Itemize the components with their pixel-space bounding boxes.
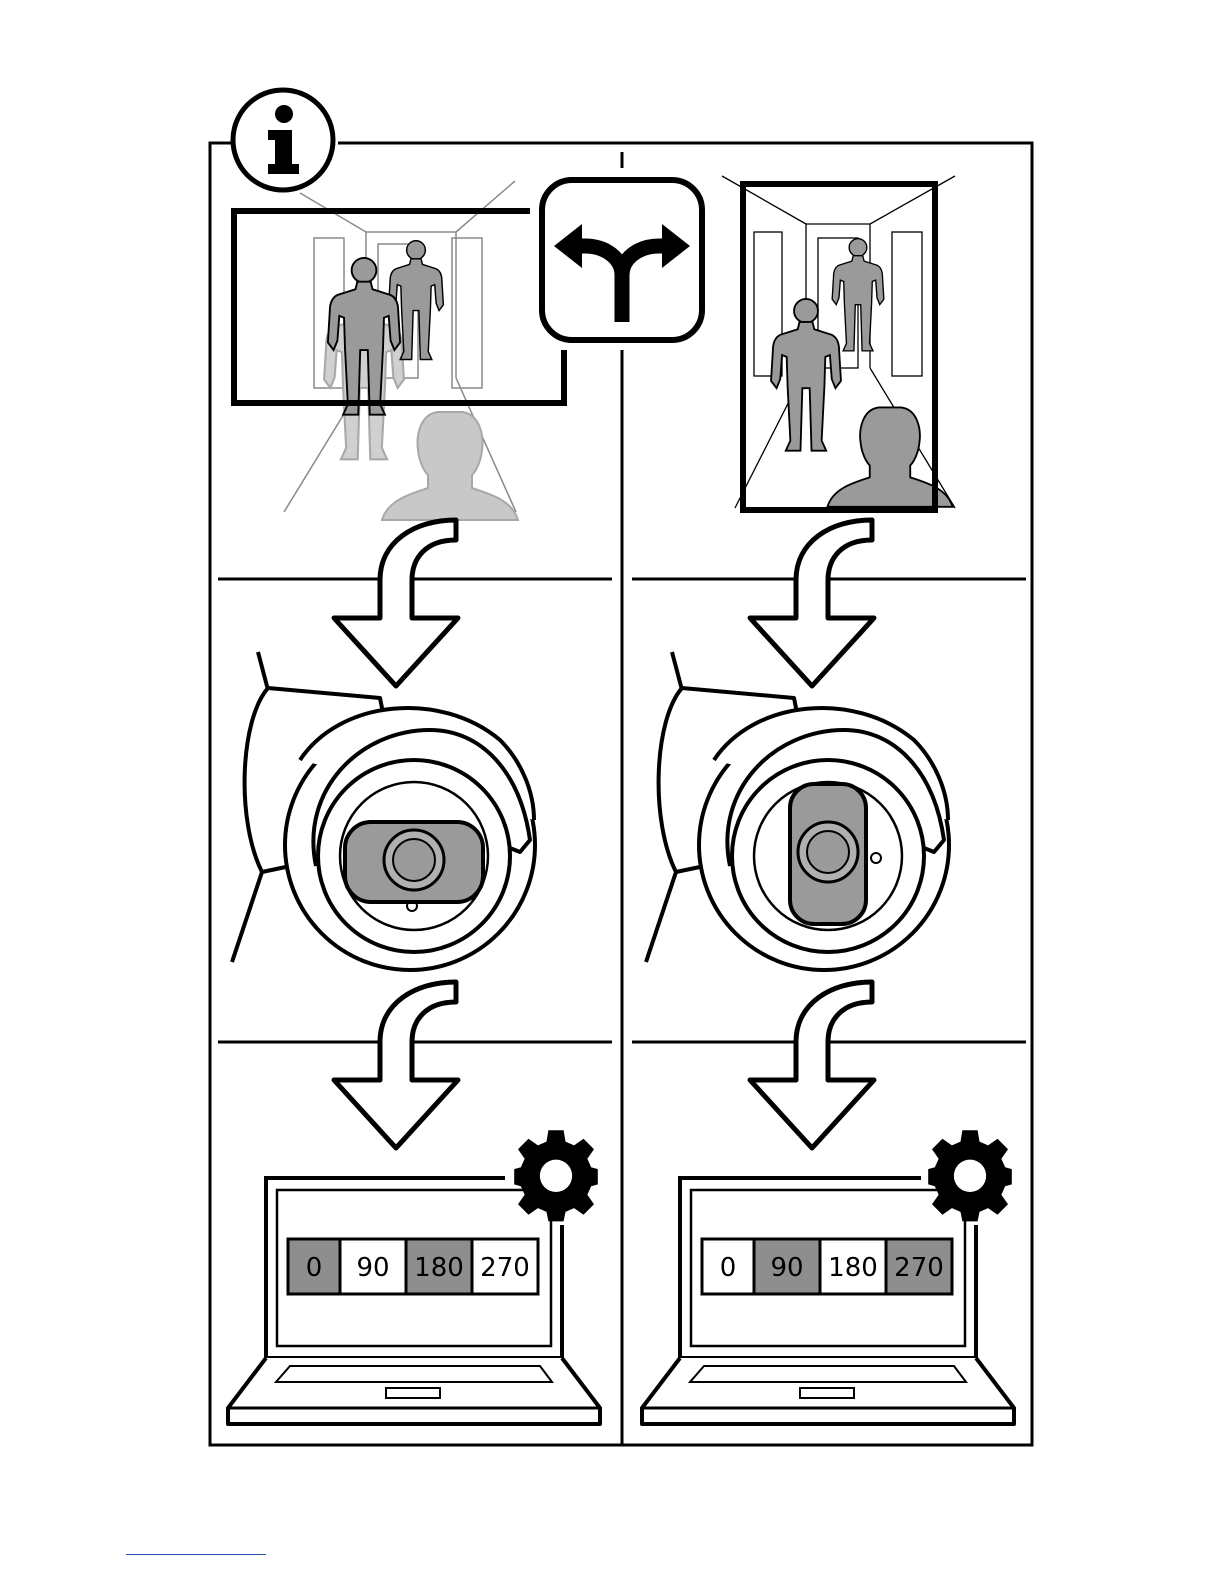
scene-portrait	[722, 176, 955, 510]
rotation-label: 270	[480, 1253, 530, 1283]
gear-icon	[928, 1130, 1012, 1221]
split-arrow-icon	[542, 180, 702, 340]
curved-down-arrow-icon	[334, 982, 458, 1148]
curved-down-arrow-icon	[750, 982, 874, 1148]
scene-landscape	[234, 181, 564, 520]
curved-down-arrow-icon	[334, 520, 458, 686]
rotation-label: 90	[770, 1253, 803, 1283]
curved-down-arrow-icon	[750, 520, 874, 686]
rotation-label: 180	[414, 1253, 464, 1283]
info-icon	[233, 90, 333, 190]
rotation-selector-right: 0 90 180 270	[702, 1239, 952, 1294]
laptop-icon	[642, 1178, 1014, 1424]
rotation-label: 0	[720, 1253, 737, 1283]
bullet-camera-icon	[232, 652, 535, 970]
rotation-label: 90	[356, 1253, 389, 1283]
rotation-label: 180	[828, 1253, 878, 1283]
rotation-selector-left: 0 90 180 270	[288, 1239, 538, 1294]
laptop-icon	[228, 1178, 600, 1424]
gear-icon	[514, 1130, 598, 1221]
bullet-camera-icon	[646, 652, 949, 970]
rotation-label: 270	[894, 1253, 944, 1283]
rotation-label: 0	[306, 1253, 323, 1283]
footer-link-underline[interactable]	[126, 1554, 266, 1555]
bust-faded	[382, 412, 518, 520]
